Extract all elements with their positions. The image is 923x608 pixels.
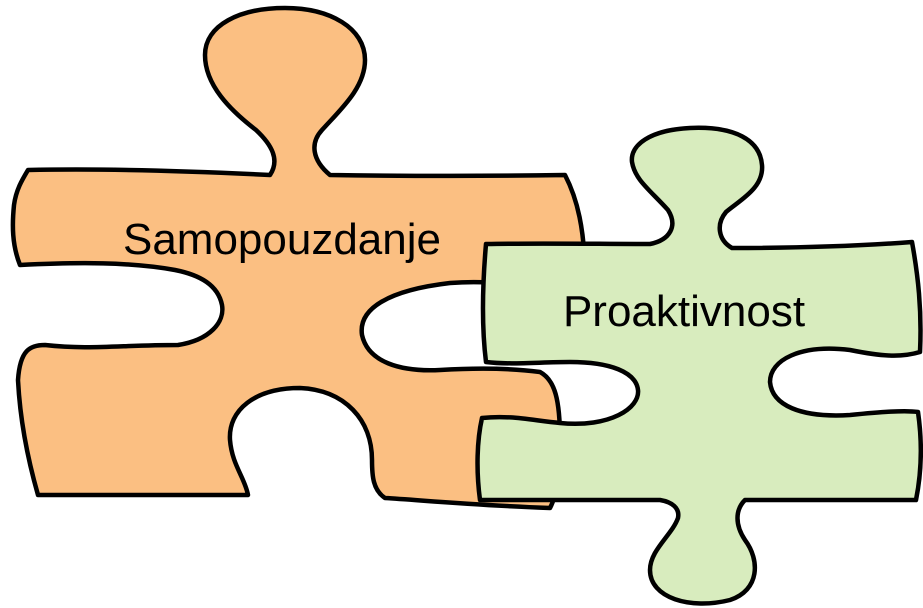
puzzle-piece-samopouzdanje-shape [10,5,588,511]
puzzle-label-proaktivnost: Proaktivnost [563,287,805,336]
puzzle-piece-proaktivnost-shape [475,125,923,606]
puzzle-label-samopouzdanje: Samopouzdanje [123,215,441,264]
puzzle-piece-samopouzdanje: Samopouzdanje [10,5,588,511]
puzzle-piece-proaktivnost: Proaktivnost [475,125,923,606]
